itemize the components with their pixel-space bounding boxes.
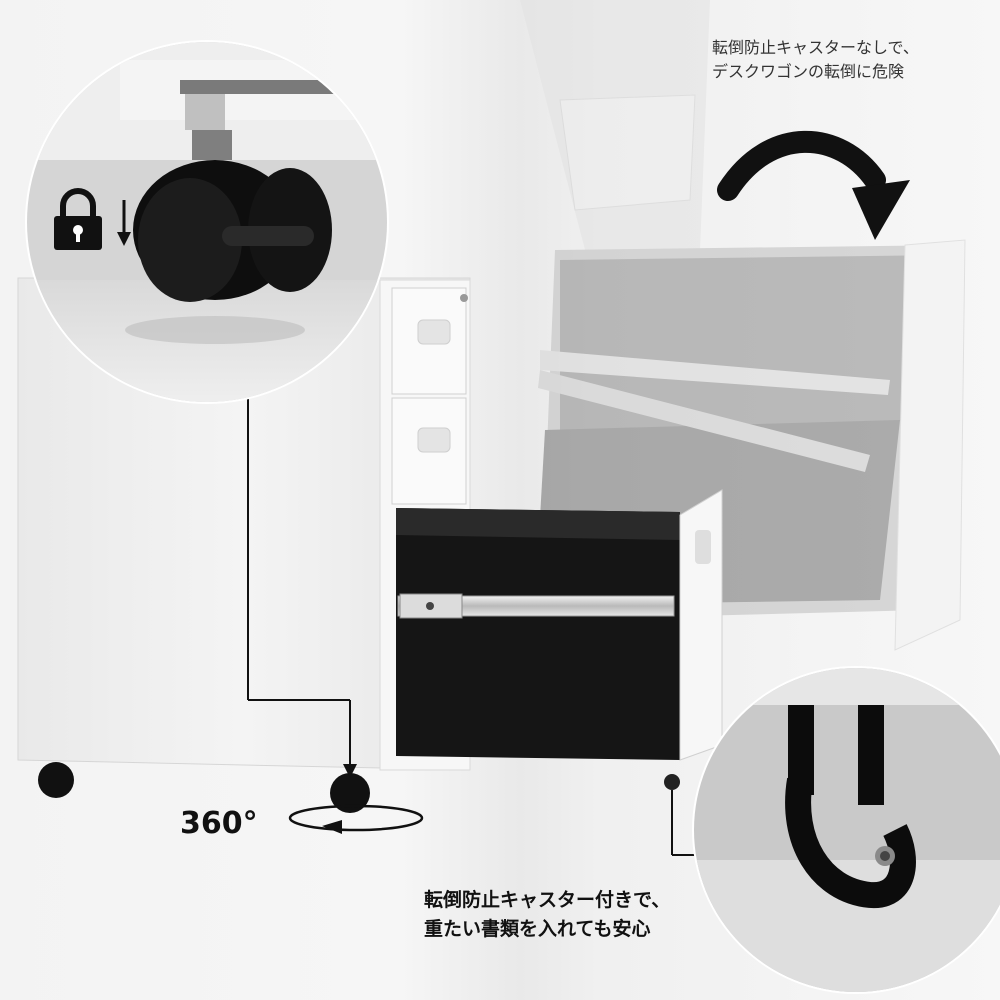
- rotation-arrow-icon: [288, 804, 424, 834]
- lock-icon: [54, 188, 102, 250]
- caption-with-anti-tip: 転倒防止キャスター付きで、 重たい書類を入れても安心: [424, 886, 670, 943]
- anti-tip-caster-zoom: [692, 666, 1000, 994]
- caption-bottom-line2: 重たい書類を入れても安心: [424, 917, 651, 940]
- curved-arrow-icon: [717, 130, 910, 240]
- mobile-pedestal-cabinet: [17, 277, 723, 813]
- down-arrow-icon: [117, 200, 131, 246]
- rotation-label: 360°: [180, 806, 258, 841]
- caption-without-anti-tip: 転倒防止キャスターなしで、 デスクワゴンの転倒に危険: [712, 36, 919, 84]
- caption-top-line1: 転倒防止キャスターなしで、: [712, 38, 919, 57]
- caption-top-line2: デスクワゴンの転倒に危険: [712, 62, 905, 81]
- caption-bottom-line1: 転倒防止キャスター付きで、: [424, 889, 671, 911]
